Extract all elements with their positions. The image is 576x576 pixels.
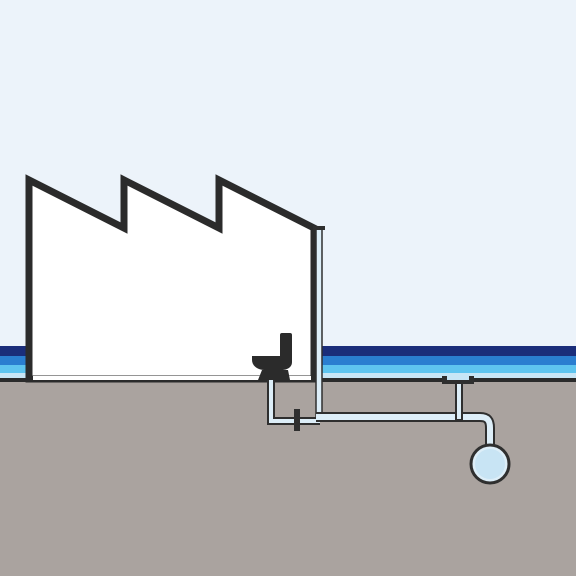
street-inlet [442,376,474,420]
house-drain-pipe [267,380,320,431]
water-band-right [320,346,576,378]
lateral-sewer-pipe [316,412,495,448]
factory-building-icon [25,174,318,383]
toilet-icon [252,333,292,380]
water-band-left [0,346,28,378]
sewer-main-icon [469,443,511,485]
